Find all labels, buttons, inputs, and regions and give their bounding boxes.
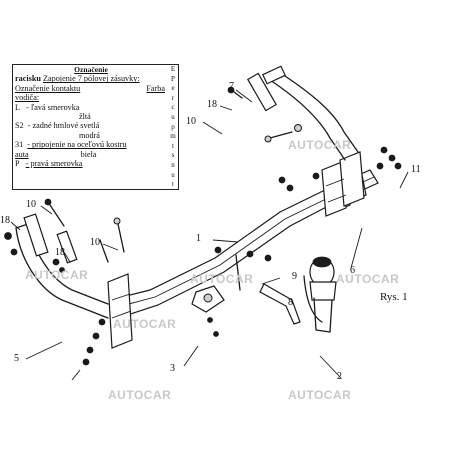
- callout-3: 3: [170, 363, 175, 374]
- watermark-autocar: AUTOCAR: [336, 272, 400, 286]
- legend-side-column: E P e r c u p m t s n u t: [168, 64, 179, 190]
- legend-row-31: 31 - pripojenie na oceľovú kostru: [15, 140, 127, 150]
- callout-18-right: 18: [207, 99, 217, 110]
- left-bracket: [107, 273, 133, 349]
- left-bolts: [4, 198, 125, 366]
- wiring-legend: Označenie racisku Zapojenie 7 pólovej zá…: [12, 64, 170, 190]
- right-arm: [246, 65, 359, 161]
- callout-10-left: 10: [26, 199, 36, 210]
- callout-18-left: 18: [0, 215, 10, 226]
- callout-18-middle: 18: [55, 247, 65, 258]
- watermark-autocar: AUTOCAR: [288, 138, 352, 152]
- watermark-autocar: AUTOCAR: [108, 388, 172, 402]
- right-bracket: [321, 151, 365, 217]
- callout-6: 6: [350, 265, 355, 276]
- left-arm: [15, 213, 109, 319]
- legend-subheader: Označenie kontaktu Farba: [15, 83, 165, 93]
- callout-7: 7: [229, 81, 234, 92]
- watermark-autocar: AUTOCAR: [113, 317, 177, 331]
- callout-1: 1: [196, 233, 201, 244]
- legend-row-l-color: žltá: [79, 112, 91, 122]
- leader-lines: [10, 89, 409, 381]
- legend-row-s2: S2 - zadné hmlové svetlá: [15, 121, 100, 131]
- watermark-autocar: AUTOCAR: [288, 388, 352, 402]
- callout-8: 8: [288, 297, 293, 308]
- callout-10-middle: 10: [90, 237, 100, 248]
- watermark-autocar: AUTOCAR: [190, 272, 254, 286]
- callout-9: 9: [292, 271, 297, 282]
- watermark-autocar: AUTOCAR: [25, 268, 89, 282]
- legend-row-p: P - pravá smerovka: [15, 159, 83, 169]
- legend-subheader-cont: vodiča:: [15, 93, 40, 103]
- legend-title: Označenie: [74, 65, 108, 74]
- legend-row-l: L - ľavá smerovka: [15, 102, 80, 112]
- figure-label: Rys. 1: [380, 291, 408, 303]
- right-bolts: [227, 86, 402, 192]
- legend-header: racisku Zapojenie 7 pólovej zásuvky:: [15, 74, 140, 84]
- callout-10-right: 10: [186, 116, 196, 127]
- legend-row-s2-color: modrá: [79, 130, 100, 140]
- callout-5: 5: [14, 353, 19, 364]
- callout-2: 2: [337, 371, 342, 382]
- tow-ball-assembly: [191, 246, 337, 337]
- callout-11: 11: [411, 164, 421, 175]
